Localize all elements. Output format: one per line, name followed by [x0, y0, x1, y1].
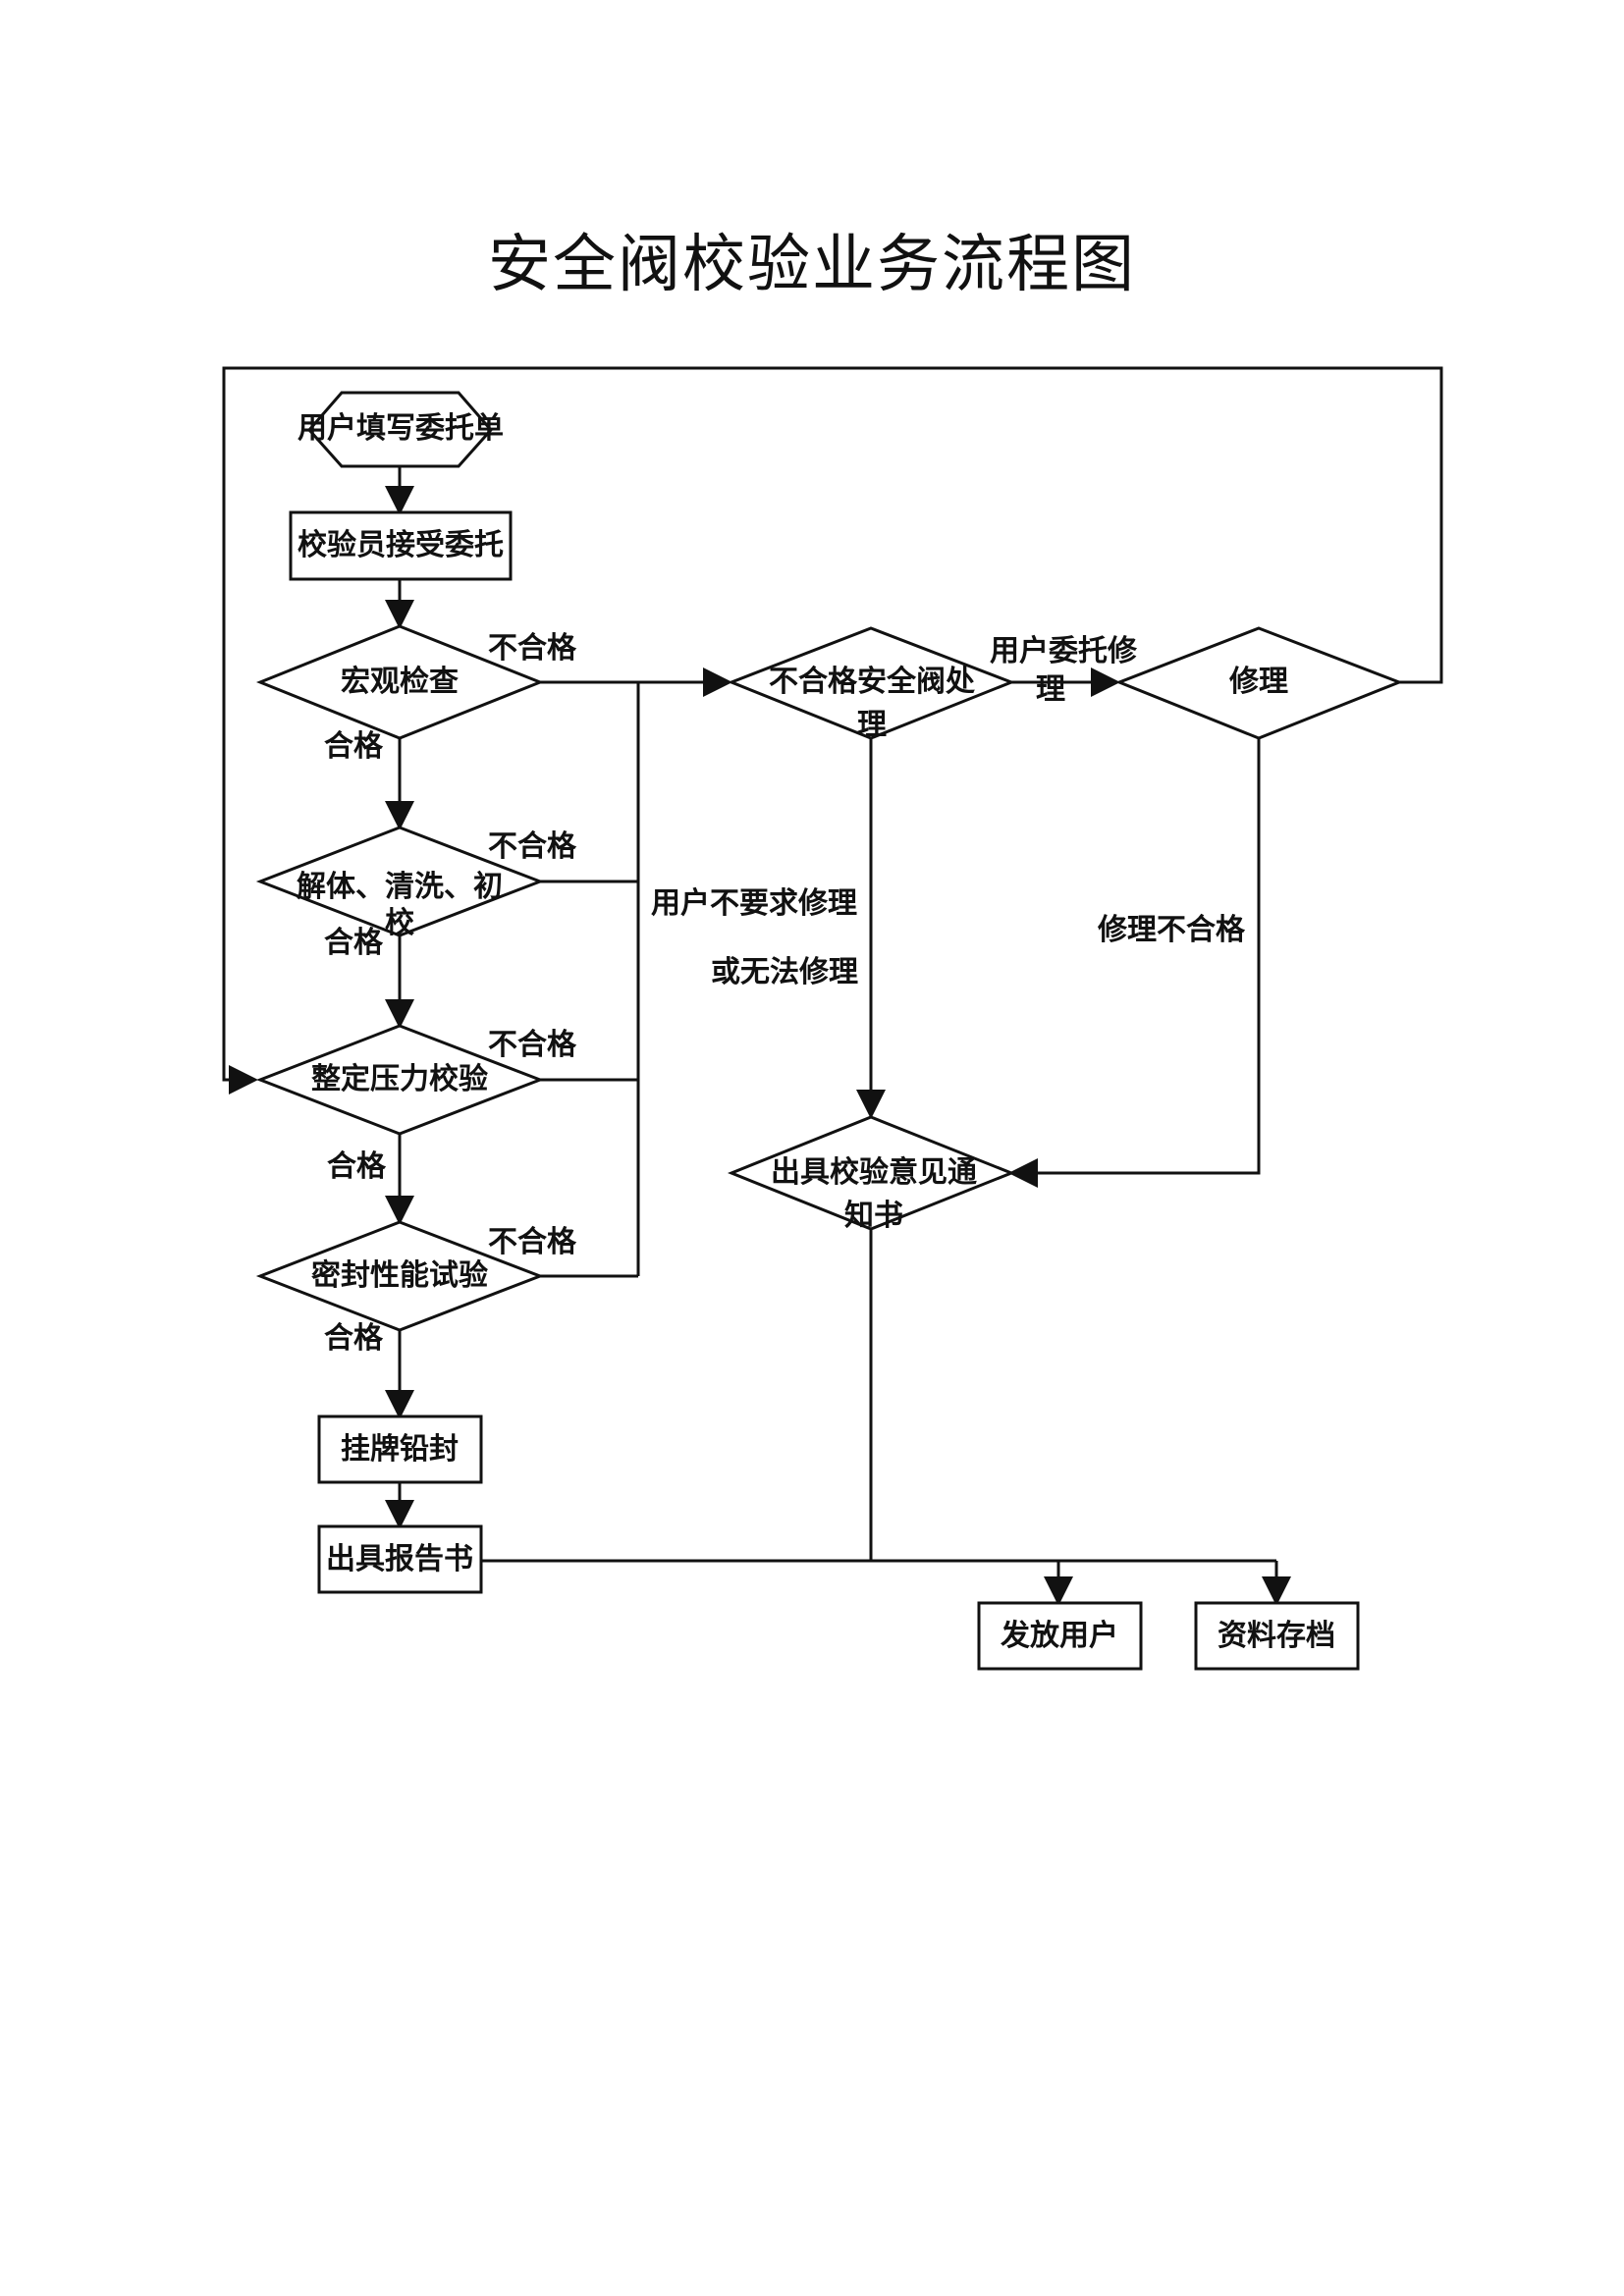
tag-seal-box [317, 1415, 483, 1484]
step-accept: 校验员接受委托 [298, 528, 504, 562]
notice-diamond [727, 1115, 1016, 1231]
step-archive: 资料存档 [1218, 1619, 1335, 1653]
pressure-check-diamond [255, 1024, 545, 1136]
decision-macro-check: 宏观检查 [341, 665, 459, 699]
decision-disassemble-line1: 解体、清洗、初 [297, 870, 503, 904]
label-fail-disassemble: 不合格 [488, 829, 577, 864]
loop-back-connector [222, 366, 1443, 1095]
label-user-repair-line2: 理 [1036, 672, 1065, 707]
label-pass-disassemble: 合格 [324, 926, 384, 960]
decision-unqualified-line1: 不合格安全阀处 [769, 665, 975, 699]
label-user-repair-line1: 用户委托修 [990, 634, 1138, 668]
decision-disassemble-line2: 校 [385, 906, 414, 940]
label-repair-fail: 修理不合格 [1097, 913, 1246, 947]
decision-repair: 修理 [1228, 665, 1288, 699]
step-fill-form: 用户填写委托单 [298, 411, 504, 446]
decision-notice-line2: 知书 [844, 1199, 903, 1233]
repair-diamond [1114, 626, 1404, 740]
issue-user-box [977, 1601, 1143, 1671]
label-no-repair-line1: 用户不要求修理 [651, 886, 857, 921]
report-box [317, 1524, 483, 1594]
step-tag-seal: 挂牌铅封 [341, 1432, 459, 1467]
decision-seal-test: 密封性能试验 [311, 1258, 488, 1293]
unqualified-diamond [727, 626, 1016, 740]
page-title: 安全阀校验业务流程图 [488, 229, 1136, 301]
label-pass-pressure: 合格 [327, 1149, 387, 1184]
label-pass-macro: 合格 [324, 729, 384, 764]
decision-pressure-check: 整定压力校验 [311, 1062, 488, 1096]
label-fail-macro: 不合格 [488, 631, 577, 666]
label-fail-seal: 不合格 [488, 1225, 577, 1259]
macro-check-diamond [255, 624, 545, 740]
label-pass-seal: 合格 [324, 1321, 384, 1356]
decision-unqualified-line2: 理 [857, 708, 887, 742]
arrow-repair-fail-to-notice [1008, 738, 1261, 1188]
start-hexagon [307, 391, 493, 468]
disassemble-diamond [255, 826, 545, 937]
seal-test-diamond [255, 1220, 545, 1332]
accept-box [289, 510, 513, 581]
archive-box [1194, 1601, 1360, 1671]
step-issue-user: 发放用户 [1000, 1619, 1118, 1653]
label-fail-pressure: 不合格 [488, 1028, 577, 1062]
label-no-repair-line2: 或无法修理 [711, 955, 858, 989]
decision-notice-line1: 出具校验意见通 [771, 1155, 977, 1190]
step-issue-report: 出具报告书 [326, 1542, 473, 1576]
